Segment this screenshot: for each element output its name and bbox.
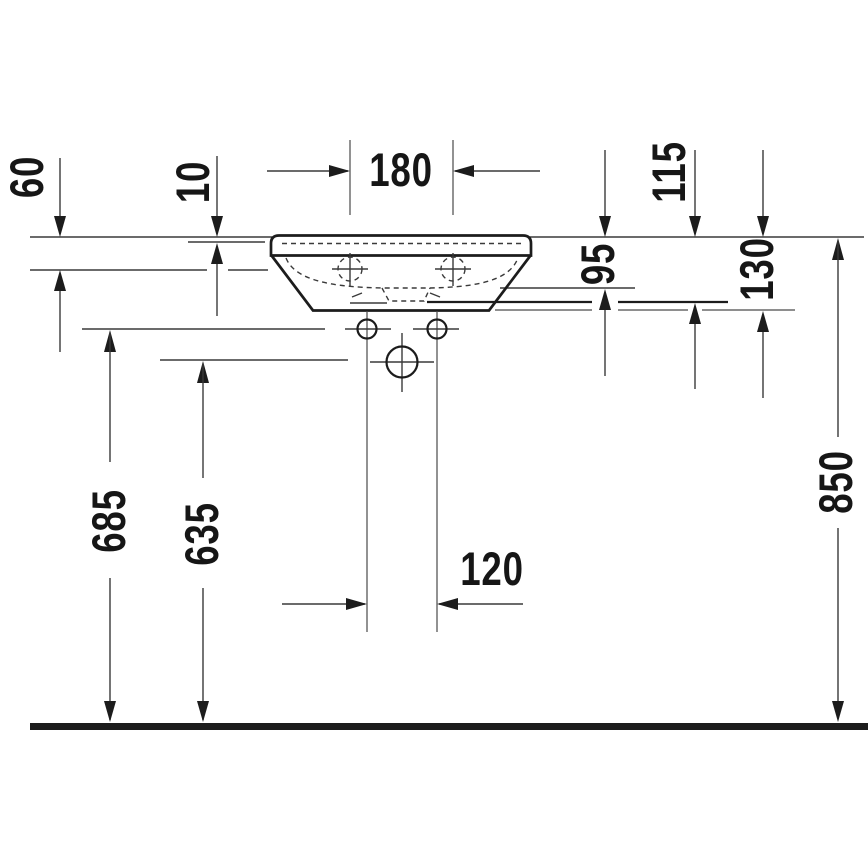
arrowhead-685-down — [104, 701, 116, 722]
dimension-685: 685 — [83, 330, 135, 722]
dim-label-850: 850 — [810, 450, 862, 513]
arrowhead-95-down — [599, 216, 611, 237]
dimension-850: 850 — [810, 238, 862, 722]
arrowhead-130-up — [757, 311, 769, 332]
arrowhead-180-right — [453, 165, 474, 177]
dimension-635: 635 — [176, 361, 228, 722]
arrowhead-120-right — [437, 598, 458, 610]
dimension-180: 180 — [267, 140, 540, 215]
arrowhead-10-up — [211, 243, 223, 264]
arrowhead-130-down — [757, 216, 769, 237]
dimension-120: 120 — [282, 543, 523, 610]
arrowhead-95-up — [599, 289, 611, 310]
arrowhead-635-down — [197, 701, 209, 722]
drain-ledge-hook-left — [351, 292, 363, 298]
dimension-115: 115 — [643, 141, 701, 389]
washbasin-front-view — [269, 234, 533, 312]
floor-line — [30, 723, 868, 730]
dim-label-115: 115 — [643, 141, 695, 202]
dimension-95: 95 — [572, 150, 624, 376]
arrowhead-60-up — [54, 270, 66, 291]
dim-label-635: 635 — [176, 502, 228, 565]
reference-lines — [30, 236, 864, 361]
drain-ledge-hook-right — [429, 292, 441, 298]
dim-label-685: 685 — [83, 489, 135, 552]
mounting-features — [345, 311, 459, 632]
dimension-130: 130 — [731, 150, 783, 398]
arrowhead-850-down — [832, 701, 844, 722]
basin-body-outline — [270, 254, 532, 312]
basin-rim-band — [269, 234, 533, 257]
dim-label-130: 130 — [731, 237, 783, 300]
fixing-hole-right — [426, 318, 448, 340]
dimension-60: 60 — [1, 156, 66, 352]
drain-recess-hidden-edge — [381, 287, 431, 302]
dim-label-10: 10 — [167, 161, 219, 203]
dim-label-180: 180 — [369, 144, 432, 196]
arrowhead-115-up — [689, 303, 701, 324]
dim-label-120: 120 — [460, 543, 523, 595]
arrowhead-120-left — [346, 598, 367, 610]
dim-label-95: 95 — [572, 243, 624, 285]
arrowhead-115-down — [689, 216, 701, 237]
fixing-hole-left — [356, 318, 378, 340]
arrowhead-60-down — [54, 216, 66, 237]
siphon-outlet — [385, 345, 419, 379]
arrowhead-10-down — [211, 216, 223, 237]
bowl-hidden-contour — [285, 257, 519, 289]
arrowhead-180-left — [329, 165, 350, 177]
dimension-10: 10 — [167, 156, 223, 316]
dim-label-60: 60 — [1, 156, 53, 198]
